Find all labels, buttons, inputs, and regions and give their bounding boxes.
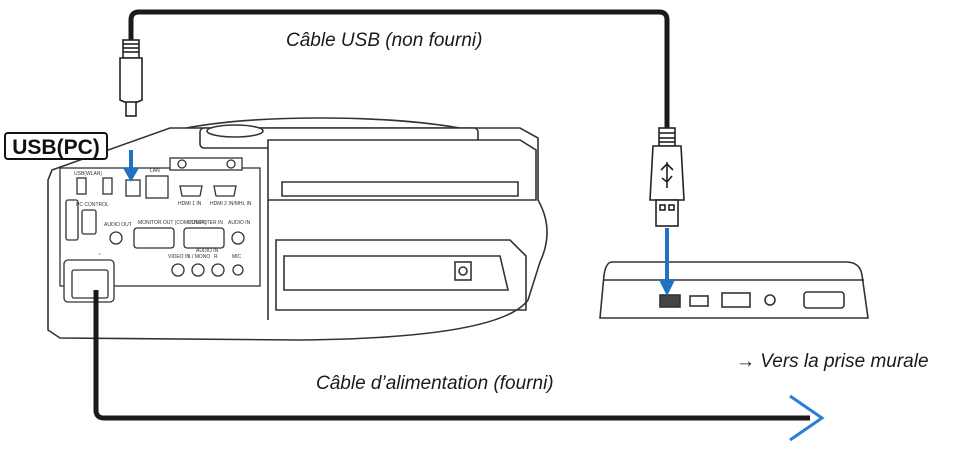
label-hdmi1: HDMI 1 IN xyxy=(178,201,202,207)
power-cable-caption: Câble d’alimentation (fourni) xyxy=(316,373,554,394)
label-pc-control: PC CONTROL xyxy=(76,202,109,208)
usb-b-plug xyxy=(119,39,143,117)
usb-cable xyxy=(128,9,670,130)
usb-pc-label: USB(PC) xyxy=(4,132,108,160)
label-computer-in: COMPUTER IN xyxy=(188,220,223,226)
label-mic: MIC xyxy=(232,254,242,260)
label-usb-wlan: USB(WLAN) xyxy=(74,171,102,177)
label-audio-out: AUDIO OUT xyxy=(104,222,132,228)
usb-a-plug xyxy=(649,127,685,227)
usb-pc-insert-arrow xyxy=(123,150,139,182)
label-video-in: VIDEO IN xyxy=(168,254,190,260)
label-lan: LAN xyxy=(150,168,160,174)
usb-cable-caption: Câble USB (non fourni) xyxy=(286,30,483,51)
laptop-usb-insert-arrow xyxy=(659,228,675,296)
label-monitor-out: MONITOR OUT (COMPUTER) xyxy=(138,220,207,226)
laptop xyxy=(599,261,869,319)
wall-outlet-caption: → Vers la prise murale xyxy=(736,351,929,372)
label-audio-in: AUDIO IN xyxy=(228,220,251,226)
label-r: R xyxy=(214,254,218,260)
label-hdmi2: HDMI 2 IN/MHL IN xyxy=(210,201,252,207)
wall-outlet-arrow xyxy=(789,394,825,442)
label-audio-in-lr: AUDIO IN xyxy=(196,248,219,254)
power-cable xyxy=(93,290,810,421)
label-ac: ~ xyxy=(98,252,101,258)
connector-panel xyxy=(59,157,261,303)
label-l-mono: L / MONO xyxy=(188,254,210,260)
